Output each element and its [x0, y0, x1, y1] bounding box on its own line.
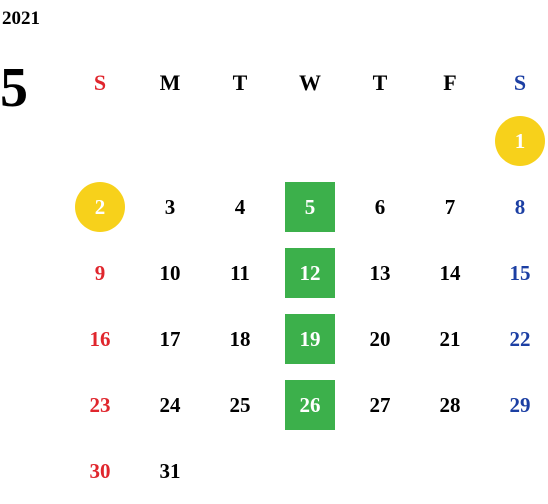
- day-number: 6: [374, 194, 386, 219]
- day-number: 28: [439, 392, 461, 417]
- day-number: 9: [94, 260, 106, 285]
- weekday-header: F: [443, 70, 457, 95]
- day-cell[interactable]: 2: [65, 174, 135, 240]
- day-cell[interactable]: 25: [205, 372, 275, 438]
- day-cell[interactable]: 17: [135, 306, 205, 372]
- day-number-circle-highlight: 1: [495, 116, 545, 166]
- empty-cell: [485, 438, 548, 504]
- day-cell[interactable]: 22: [485, 306, 548, 372]
- day-cell[interactable]: 5: [275, 174, 345, 240]
- weekday-header: M: [159, 70, 181, 95]
- day-number: 31: [159, 458, 181, 483]
- weekday-header: T: [232, 70, 248, 95]
- day-cell[interactable]: 10: [135, 240, 205, 306]
- day-cell[interactable]: 23: [65, 372, 135, 438]
- day-number-square-highlight: 12: [285, 248, 335, 298]
- day-number: 15: [509, 260, 531, 285]
- day-cell[interactable]: 4: [205, 174, 275, 240]
- empty-cell: [415, 438, 485, 504]
- weekday-header: W: [299, 70, 321, 95]
- weekday-header: T: [372, 70, 388, 95]
- day-cell[interactable]: 30: [65, 438, 135, 504]
- day-number-square-highlight: 5: [285, 182, 335, 232]
- day-cell[interactable]: 21: [415, 306, 485, 372]
- day-cell[interactable]: 1: [485, 108, 548, 174]
- month-number: 5: [0, 57, 28, 119]
- day-cell[interactable]: 24: [135, 372, 205, 438]
- day-cell[interactable]: 28: [415, 372, 485, 438]
- day-number: 8: [514, 194, 526, 219]
- day-cell[interactable]: 3: [135, 174, 205, 240]
- day-number-square-highlight: 19: [285, 314, 335, 364]
- day-number: 17: [159, 326, 181, 351]
- day-number: 27: [369, 392, 391, 417]
- day-number: 13: [369, 260, 391, 285]
- day-cell[interactable]: 12: [275, 240, 345, 306]
- weekday-header: S: [93, 70, 107, 95]
- day-cell[interactable]: 6: [345, 174, 415, 240]
- day-cell[interactable]: 19: [275, 306, 345, 372]
- day-number: 10: [159, 260, 181, 285]
- day-cell[interactable]: 27: [345, 372, 415, 438]
- day-number: 29: [509, 392, 531, 417]
- day-number-circle-highlight: 2: [75, 182, 125, 232]
- day-number: 18: [229, 326, 251, 351]
- empty-cell: [345, 108, 415, 174]
- day-cell[interactable]: 9: [65, 240, 135, 306]
- day-number: 4: [234, 194, 246, 219]
- day-cell[interactable]: 16: [65, 306, 135, 372]
- day-cell[interactable]: 31: [135, 438, 205, 504]
- day-number: 24: [159, 392, 181, 417]
- day-number: 16: [89, 326, 111, 351]
- day-number: 21: [439, 326, 461, 351]
- day-cell[interactable]: 18: [205, 306, 275, 372]
- day-cell[interactable]: 14: [415, 240, 485, 306]
- empty-cell: [415, 108, 485, 174]
- day-number: 11: [230, 260, 250, 285]
- day-number: 3: [164, 194, 176, 219]
- day-number: 20: [369, 326, 391, 351]
- empty-cell: [275, 438, 345, 504]
- day-number: 25: [229, 392, 251, 417]
- day-cell[interactable]: 26: [275, 372, 345, 438]
- day-cell[interactable]: 15: [485, 240, 548, 306]
- day-number: 7: [444, 194, 456, 219]
- weekday-header: S: [513, 70, 527, 95]
- day-number: 22: [509, 326, 531, 351]
- day-cell[interactable]: 8: [485, 174, 548, 240]
- empty-cell: [275, 108, 345, 174]
- day-cell[interactable]: 20: [345, 306, 415, 372]
- day-cell[interactable]: 11: [205, 240, 275, 306]
- year-label: 2021: [2, 8, 40, 29]
- day-cell[interactable]: 7: [415, 174, 485, 240]
- day-number: 30: [89, 458, 111, 483]
- day-number: 23: [89, 392, 111, 417]
- day-cell[interactable]: 29: [485, 372, 548, 438]
- empty-cell: [65, 108, 135, 174]
- day-number-square-highlight: 26: [285, 380, 335, 430]
- empty-cell: [345, 438, 415, 504]
- day-cell[interactable]: 13: [345, 240, 415, 306]
- empty-cell: [135, 108, 205, 174]
- empty-cell: [205, 108, 275, 174]
- day-number: 14: [439, 260, 461, 285]
- empty-cell: [205, 438, 275, 504]
